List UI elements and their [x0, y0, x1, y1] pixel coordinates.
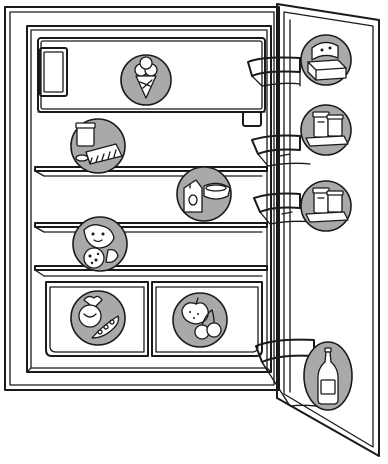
freezer-compartment [37, 37, 266, 127]
bottle-icon [303, 341, 353, 411]
door-shelf-1 [247, 56, 301, 87]
milk-carton-icon [176, 166, 232, 222]
crisper-drawer-left [45, 281, 149, 357]
fridge-door [276, 3, 380, 457]
fridge-cabinet [4, 6, 280, 391]
shelf-bottom [34, 265, 268, 277]
ice-cream-icon [120, 54, 172, 106]
fruit-icon [172, 292, 228, 348]
jars-icon [300, 104, 352, 156]
door-shelf-2 [251, 134, 311, 167]
shelf-top [34, 166, 268, 177]
cake-and-jar-icon [70, 118, 126, 174]
butter-cheese-icon [300, 34, 352, 86]
cooked-food-icon [72, 216, 128, 272]
vegetables-icon [70, 290, 126, 346]
shelf-middle [34, 222, 268, 233]
jars-icon [300, 180, 352, 232]
